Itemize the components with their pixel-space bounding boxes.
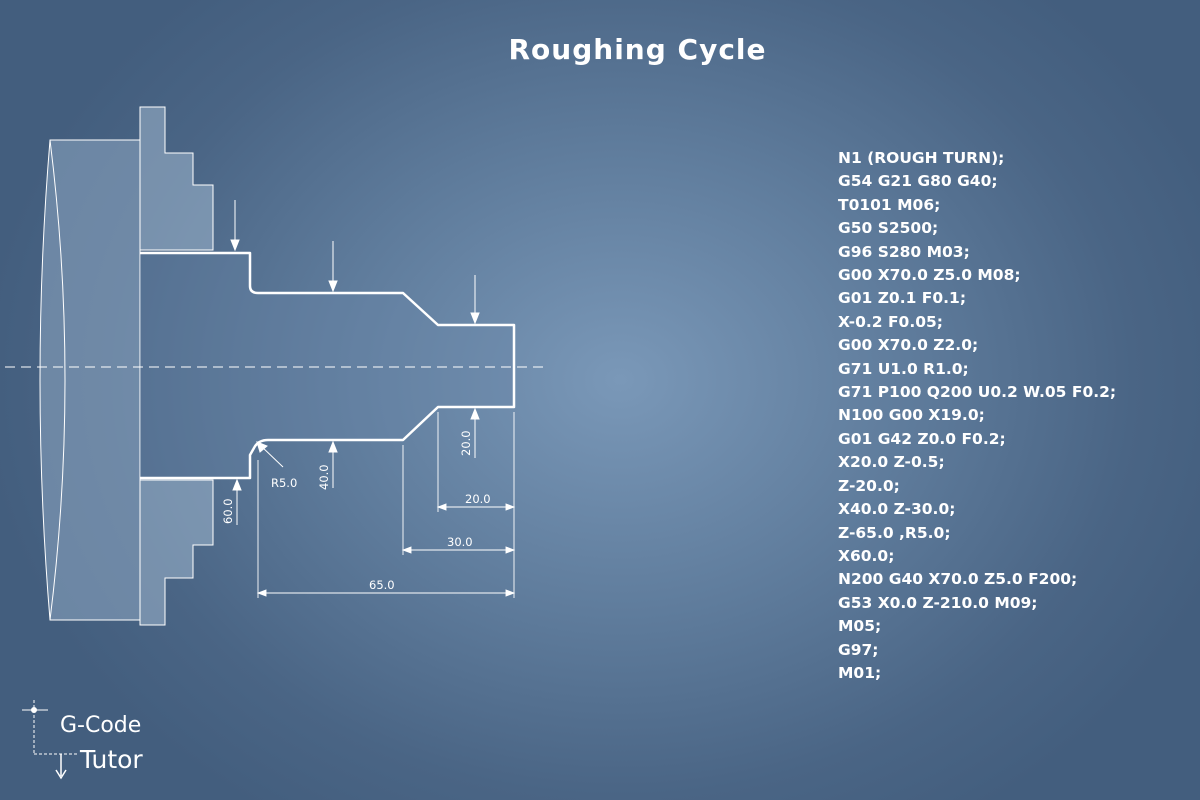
code-line: M05; bbox=[838, 617, 882, 636]
code-line: T0101 M06; bbox=[838, 195, 941, 214]
code-line: X-0.2 F0.05; bbox=[838, 312, 944, 331]
code-line: G00 X70.0 Z2.0; bbox=[838, 336, 979, 355]
logo-text-gcode: G-Code bbox=[60, 713, 142, 738]
logo-text-tutor: Tutor bbox=[80, 745, 143, 774]
code-line: G96 S280 M03; bbox=[838, 242, 970, 261]
code-line: N1 (ROUGH TURN); bbox=[838, 149, 1005, 167]
dim-diameter-40-label: 40.0 bbox=[317, 464, 331, 490]
dim-length-30-label: 30.0 bbox=[447, 535, 473, 549]
chuck bbox=[39, 106, 214, 626]
logo-crosshair-icon bbox=[22, 700, 78, 780]
code-line: N200 G40 X70.0 Z5.0 F200; bbox=[838, 570, 1078, 589]
code-line: X40.0 Z-30.0; bbox=[838, 500, 956, 519]
code-line: X20.0 Z-0.5; bbox=[838, 453, 945, 472]
dim-length-65-label: 65.0 bbox=[369, 578, 395, 592]
length-dimensions bbox=[256, 412, 516, 598]
dim-length-20-label: 20.0 bbox=[465, 492, 491, 506]
gcode-tutor-logo: G-Code Tutor bbox=[20, 696, 180, 786]
page-title: Roughing Cycle bbox=[508, 33, 767, 66]
dim-diameter-20-label: 20.0 bbox=[459, 430, 473, 456]
code-line: G54 G21 G80 G40; bbox=[838, 172, 998, 191]
code-line: Z-20.0; bbox=[838, 476, 900, 495]
dim-diameter-60-label: 60.0 bbox=[221, 498, 235, 524]
code-line: Z-65.0 ,R5.0; bbox=[838, 523, 951, 542]
gcode-listing: N1 (ROUGH TURN); G54 G21 G80 G40; T0101 M0… bbox=[838, 147, 1116, 685]
code-line: G71 P100 Q200 U0.2 W.05 F0.2; bbox=[838, 383, 1117, 402]
code-line: G01 G42 Z0.0 F0.2; bbox=[838, 429, 1006, 448]
part-profile bbox=[140, 251, 516, 480]
code-line: G50 S2500; bbox=[838, 219, 939, 238]
code-line: G01 Z0.1 F0.1; bbox=[838, 289, 967, 308]
code-line: N100 G00 X19.0; bbox=[838, 406, 985, 425]
code-line: X60.0; bbox=[838, 546, 895, 565]
dim-radius-label: R5.0 bbox=[271, 476, 297, 490]
section-arrows bbox=[230, 200, 480, 525]
code-line: G53 X0.0 Z-210.0 M09; bbox=[838, 593, 1038, 612]
code-line: G97; bbox=[838, 640, 879, 659]
code-line: G00 X70.0 Z5.0 M08; bbox=[838, 266, 1021, 285]
code-line: M01; bbox=[838, 663, 882, 682]
code-line: G71 U1.0 R1.0; bbox=[838, 359, 969, 378]
